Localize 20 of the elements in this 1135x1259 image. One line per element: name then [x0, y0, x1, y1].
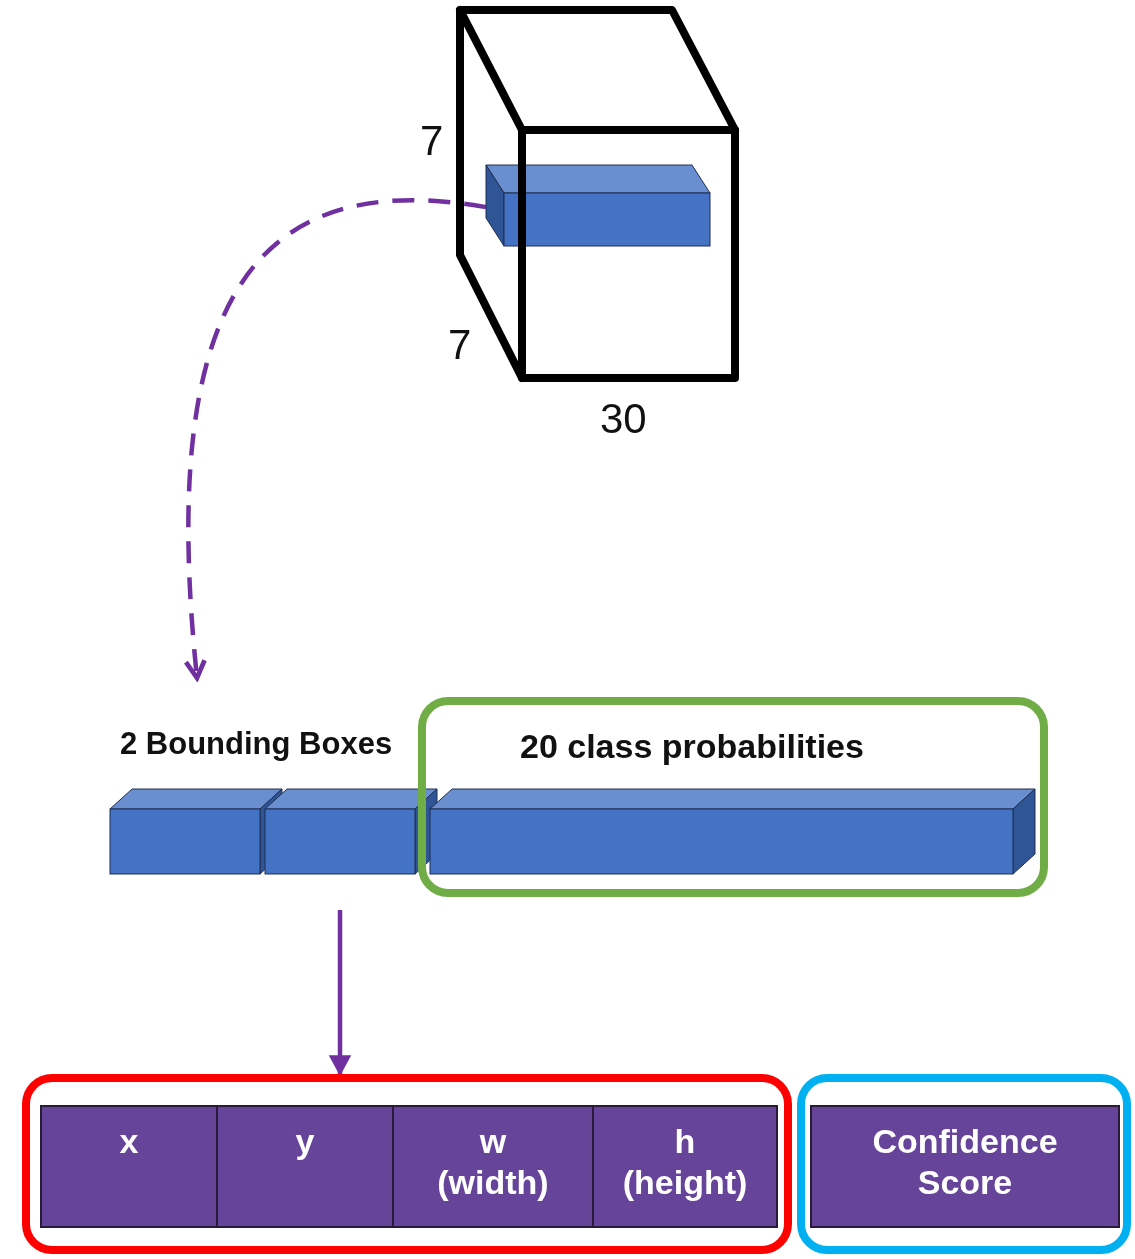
dimension-label: 7 — [448, 324, 472, 366]
cell-label: h (height) — [622, 1121, 748, 1203]
dimension-label: 30 — [600, 398, 647, 440]
value-cell — [810, 1105, 1120, 1228]
value-cell — [392, 1105, 594, 1228]
value-cell — [216, 1105, 394, 1228]
value-cell — [40, 1105, 218, 1228]
group-label: 20 class probabilities — [520, 727, 864, 766]
arrow — [184, 198, 487, 681]
arrow — [328, 910, 352, 1076]
cell-label: Confidence Score — [872, 1121, 1058, 1203]
cell-label: x — [119, 1121, 139, 1162]
highlight-frame — [22, 1074, 792, 1254]
value-cell — [592, 1105, 778, 1228]
cell-label: y — [295, 1121, 315, 1162]
highlight-frame — [418, 697, 1048, 897]
cell-label: w (width) — [437, 1121, 549, 1203]
dimension-label: 7 — [420, 120, 444, 162]
group-label: 2 Bounding Boxes — [120, 728, 393, 759]
highlight-frame — [797, 1074, 1131, 1254]
